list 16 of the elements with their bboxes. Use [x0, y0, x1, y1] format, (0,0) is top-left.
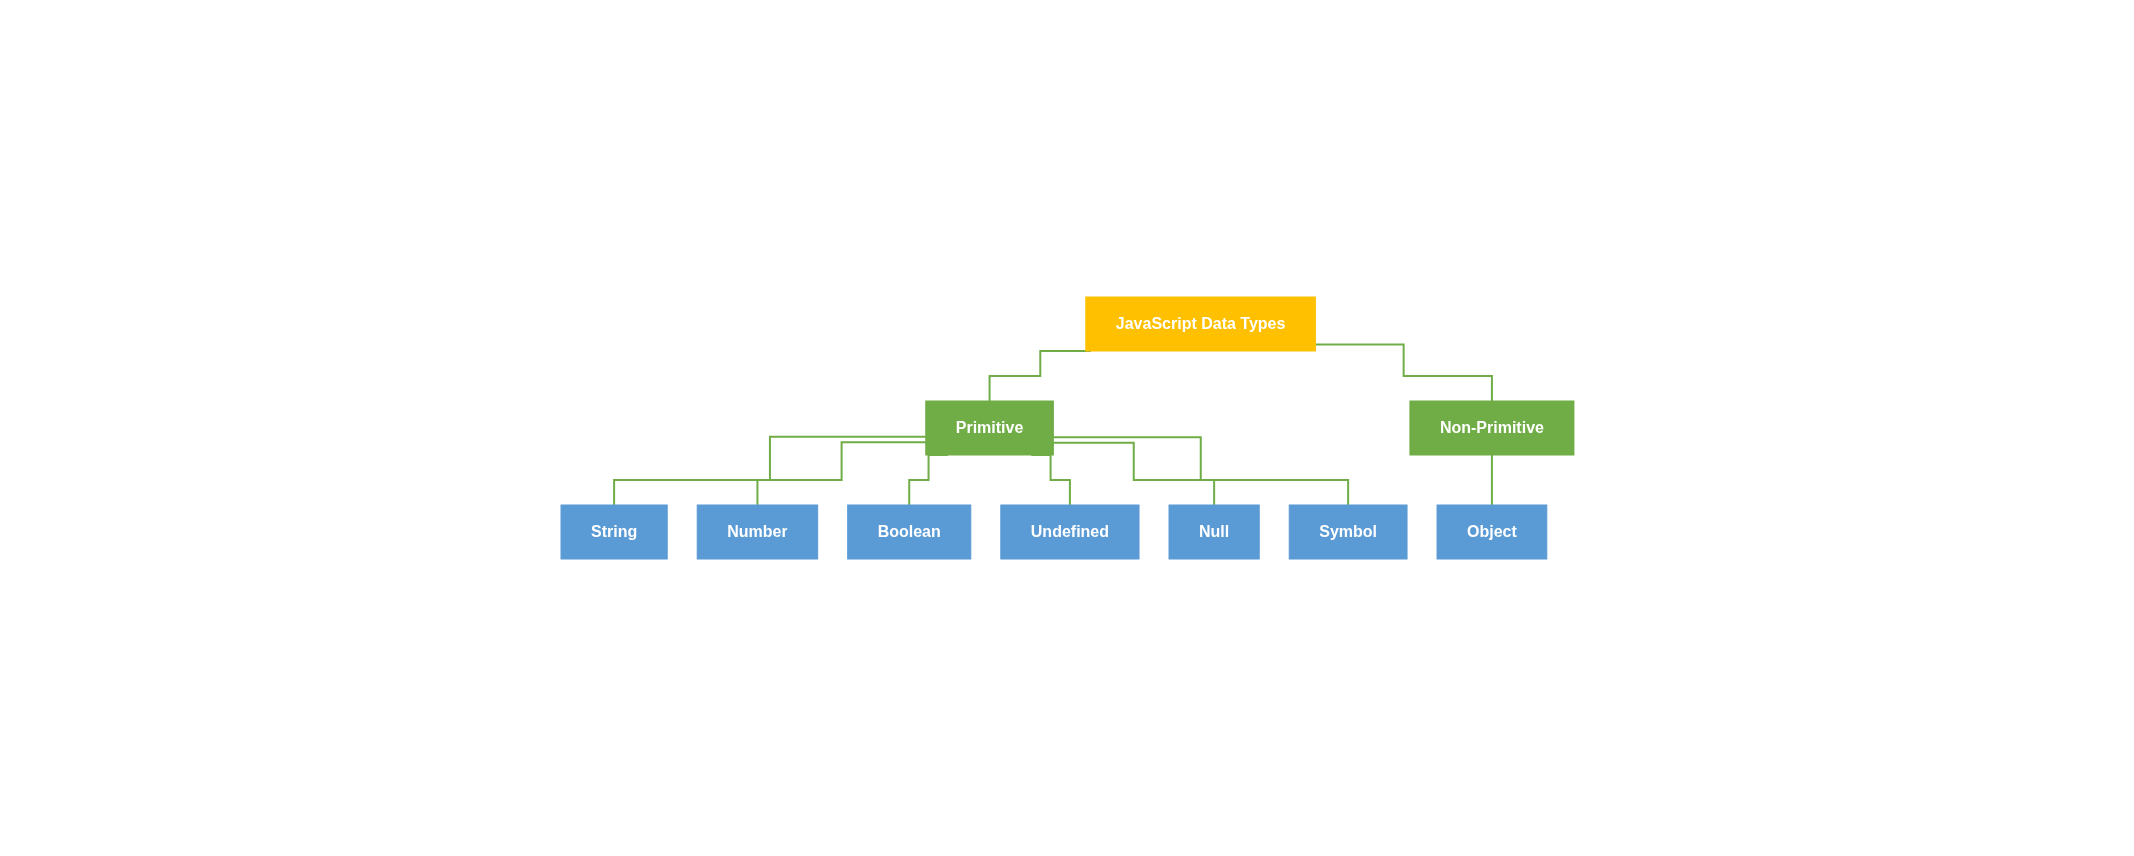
node-box: Non-Primitive [1408, 400, 1574, 456]
node-box: Symbol [1288, 504, 1408, 560]
node-box: String [560, 504, 668, 560]
connector [1490, 454, 1493, 506]
node-box: Object [1436, 504, 1547, 560]
connector [1051, 436, 1349, 506]
node-box: Primitive [924, 400, 1054, 456]
connector [1313, 343, 1493, 402]
node-box: Number [696, 504, 818, 560]
node-box: Undefined [999, 504, 1140, 560]
node-box: JavaScript Data Types [1084, 296, 1316, 352]
node-box: Boolean [846, 504, 971, 560]
node-box: Null [1168, 504, 1260, 560]
connector [756, 441, 927, 506]
connector [612, 435, 927, 506]
connector [1051, 441, 1215, 506]
